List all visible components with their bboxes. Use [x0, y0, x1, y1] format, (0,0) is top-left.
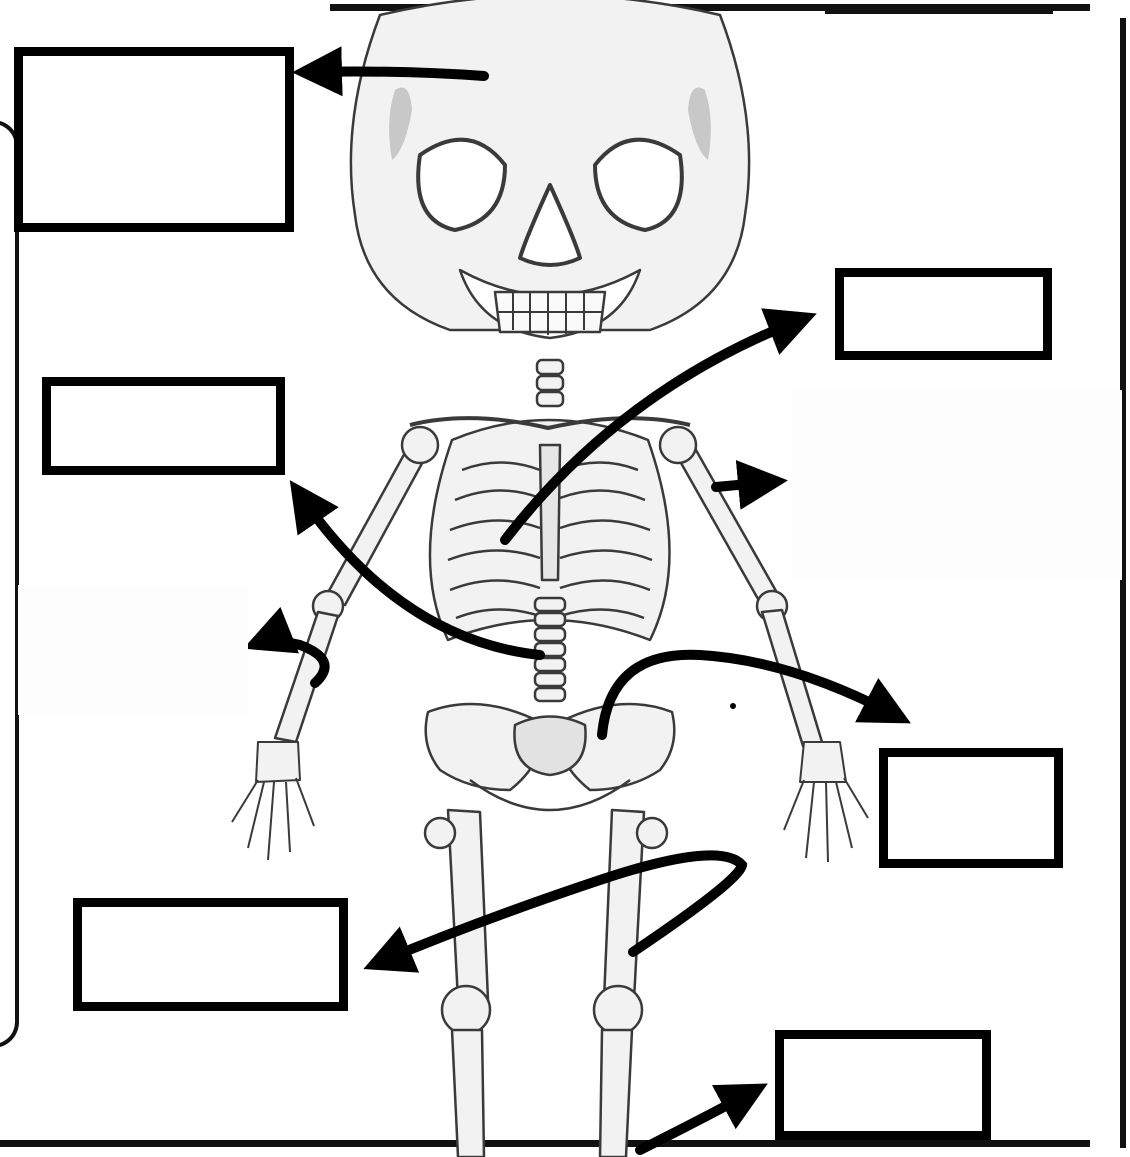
label-box-lower-leg-text [784, 1039, 982, 1131]
leg-bones [425, 810, 667, 1157]
label-box-spine-text [51, 386, 276, 466]
right-hand [784, 742, 868, 862]
label-box-ribs-text [844, 277, 1043, 351]
label-box-forearm-text [18, 585, 248, 715]
left-hand [232, 742, 314, 860]
label-box-skull-text [23, 56, 285, 223]
label-box-ribs[interactable] [835, 268, 1052, 360]
pelvis [426, 704, 675, 810]
label-box-upper-arm-text [792, 390, 1122, 580]
arrow-lower-leg [640, 1092, 752, 1150]
label-box-femur[interactable] [73, 898, 348, 1011]
stray-dot [730, 703, 736, 709]
label-box-pelvis-text [888, 757, 1054, 859]
arrow-femur [380, 855, 742, 962]
skull [351, 0, 749, 338]
label-box-spine[interactable] [42, 377, 285, 475]
label-box-skull[interactable] [14, 47, 294, 232]
label-box-femur-text [82, 907, 339, 1002]
arrow-upper-arm [716, 482, 770, 487]
label-box-upper-arm[interactable] [792, 390, 1122, 580]
label-box-lower-leg[interactable] [775, 1030, 991, 1140]
arrow-skull [310, 72, 484, 77]
label-box-pelvis[interactable] [879, 748, 1063, 868]
label-box-forearm[interactable] [18, 585, 248, 715]
